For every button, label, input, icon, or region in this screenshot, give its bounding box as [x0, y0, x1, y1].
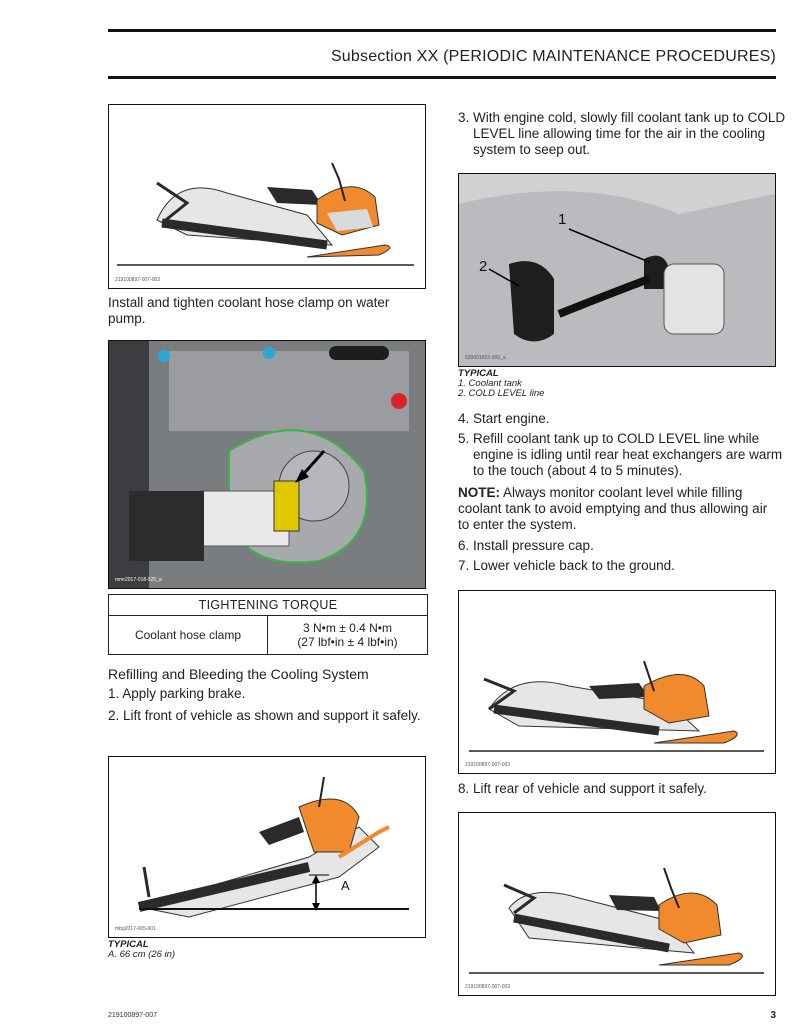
note-text: Always monitor coolant level while filli… [458, 485, 768, 532]
note-paragraph: NOTE: Always monitor coolant level while… [458, 485, 776, 533]
note-label: NOTE: [458, 485, 500, 500]
step-5: 5. Refill coolant tank up to COLD LEVEL … [458, 431, 783, 478]
snowmobile-illustration [117, 162, 414, 266]
figure-code: 219100897-007-003 [465, 984, 511, 990]
callout-2: 2 [479, 258, 487, 275]
caption-1: 1. Coolant tank [458, 378, 522, 389]
step-4: 4. Start engine. [458, 411, 550, 426]
tightening-torque-table: TIGHTENING TORQUE Coolant hose clamp 3 N… [108, 594, 428, 655]
step-1: 1. Apply parking brake. [108, 686, 246, 701]
figure-code: mbg2017-005-001 [115, 926, 156, 932]
water-pump-illustration [109, 341, 425, 588]
header-top-rule [108, 29, 776, 32]
figure-snowmobile-side: 219100897-007-003 [458, 590, 776, 774]
header-title: Subsection XX (PERIODIC MAINTENANCE PROC… [330, 48, 776, 65]
rear-lifted-illustration [469, 867, 764, 974]
figure-code: 219100897-007-003 [115, 277, 161, 283]
section-title: Refilling and Bleeding the Cooling Syste… [108, 666, 369, 682]
figure-coolant-tank: 1 2 520001602-009_a [458, 173, 776, 367]
figure-front-lifted: A mbg2017-005-001 [108, 756, 426, 938]
torque-value-imperial: (27 lbf•in ± 4 lbf•in) [297, 635, 398, 649]
caption-title: TYPICAL [108, 939, 149, 950]
step-7: 7. Lower vehicle back to the ground. [458, 558, 675, 573]
figure-code: 219100897-007-003 [465, 762, 511, 768]
torque-value-metric: 3 N•m ± 0.4 N•m [302, 621, 392, 635]
caption-title: TYPICAL [458, 368, 499, 379]
caption-2: 2. COLD LEVEL line [458, 388, 545, 399]
page-number: 3 [770, 1010, 776, 1021]
step-3: 3. With engine cold, slowly fill coolant… [458, 110, 786, 157]
step-6: 6. Install pressure cap. [458, 538, 594, 553]
figure-snowmobile-side: 219100897-007-003 [108, 104, 426, 289]
step-2: 2. Lift front of vehicle as shown and su… [108, 708, 421, 723]
front-lifted-illustration: A [137, 776, 409, 918]
figure-rear-lifted: 219100897-007-003 [458, 812, 776, 996]
caption-a: A. 66 cm (26 in) [108, 949, 176, 960]
install-instruction: Install and tighten coolant hose clamp o… [108, 295, 390, 326]
figure-code: 520001602-009_a [465, 355, 506, 361]
callout-1: 1 [558, 211, 566, 228]
snowmobile-illustration [469, 660, 764, 752]
dimension-label-a: A [341, 878, 350, 893]
coolant-tank-illustration: 1 2 [459, 174, 775, 366]
figure-code: mmr2017-018-025_a [115, 577, 162, 583]
footer-doc-code: 219100897-007 [108, 1012, 158, 1019]
figure-water-pump: mmr2017-018-025_a [108, 340, 426, 589]
header-bottom-rule [108, 76, 776, 79]
table-header: TIGHTENING TORQUE [108, 594, 428, 616]
table-item: Coolant hose clamp [108, 615, 268, 655]
step-8: 8. Lift rear of vehicle and support it s… [458, 781, 707, 796]
